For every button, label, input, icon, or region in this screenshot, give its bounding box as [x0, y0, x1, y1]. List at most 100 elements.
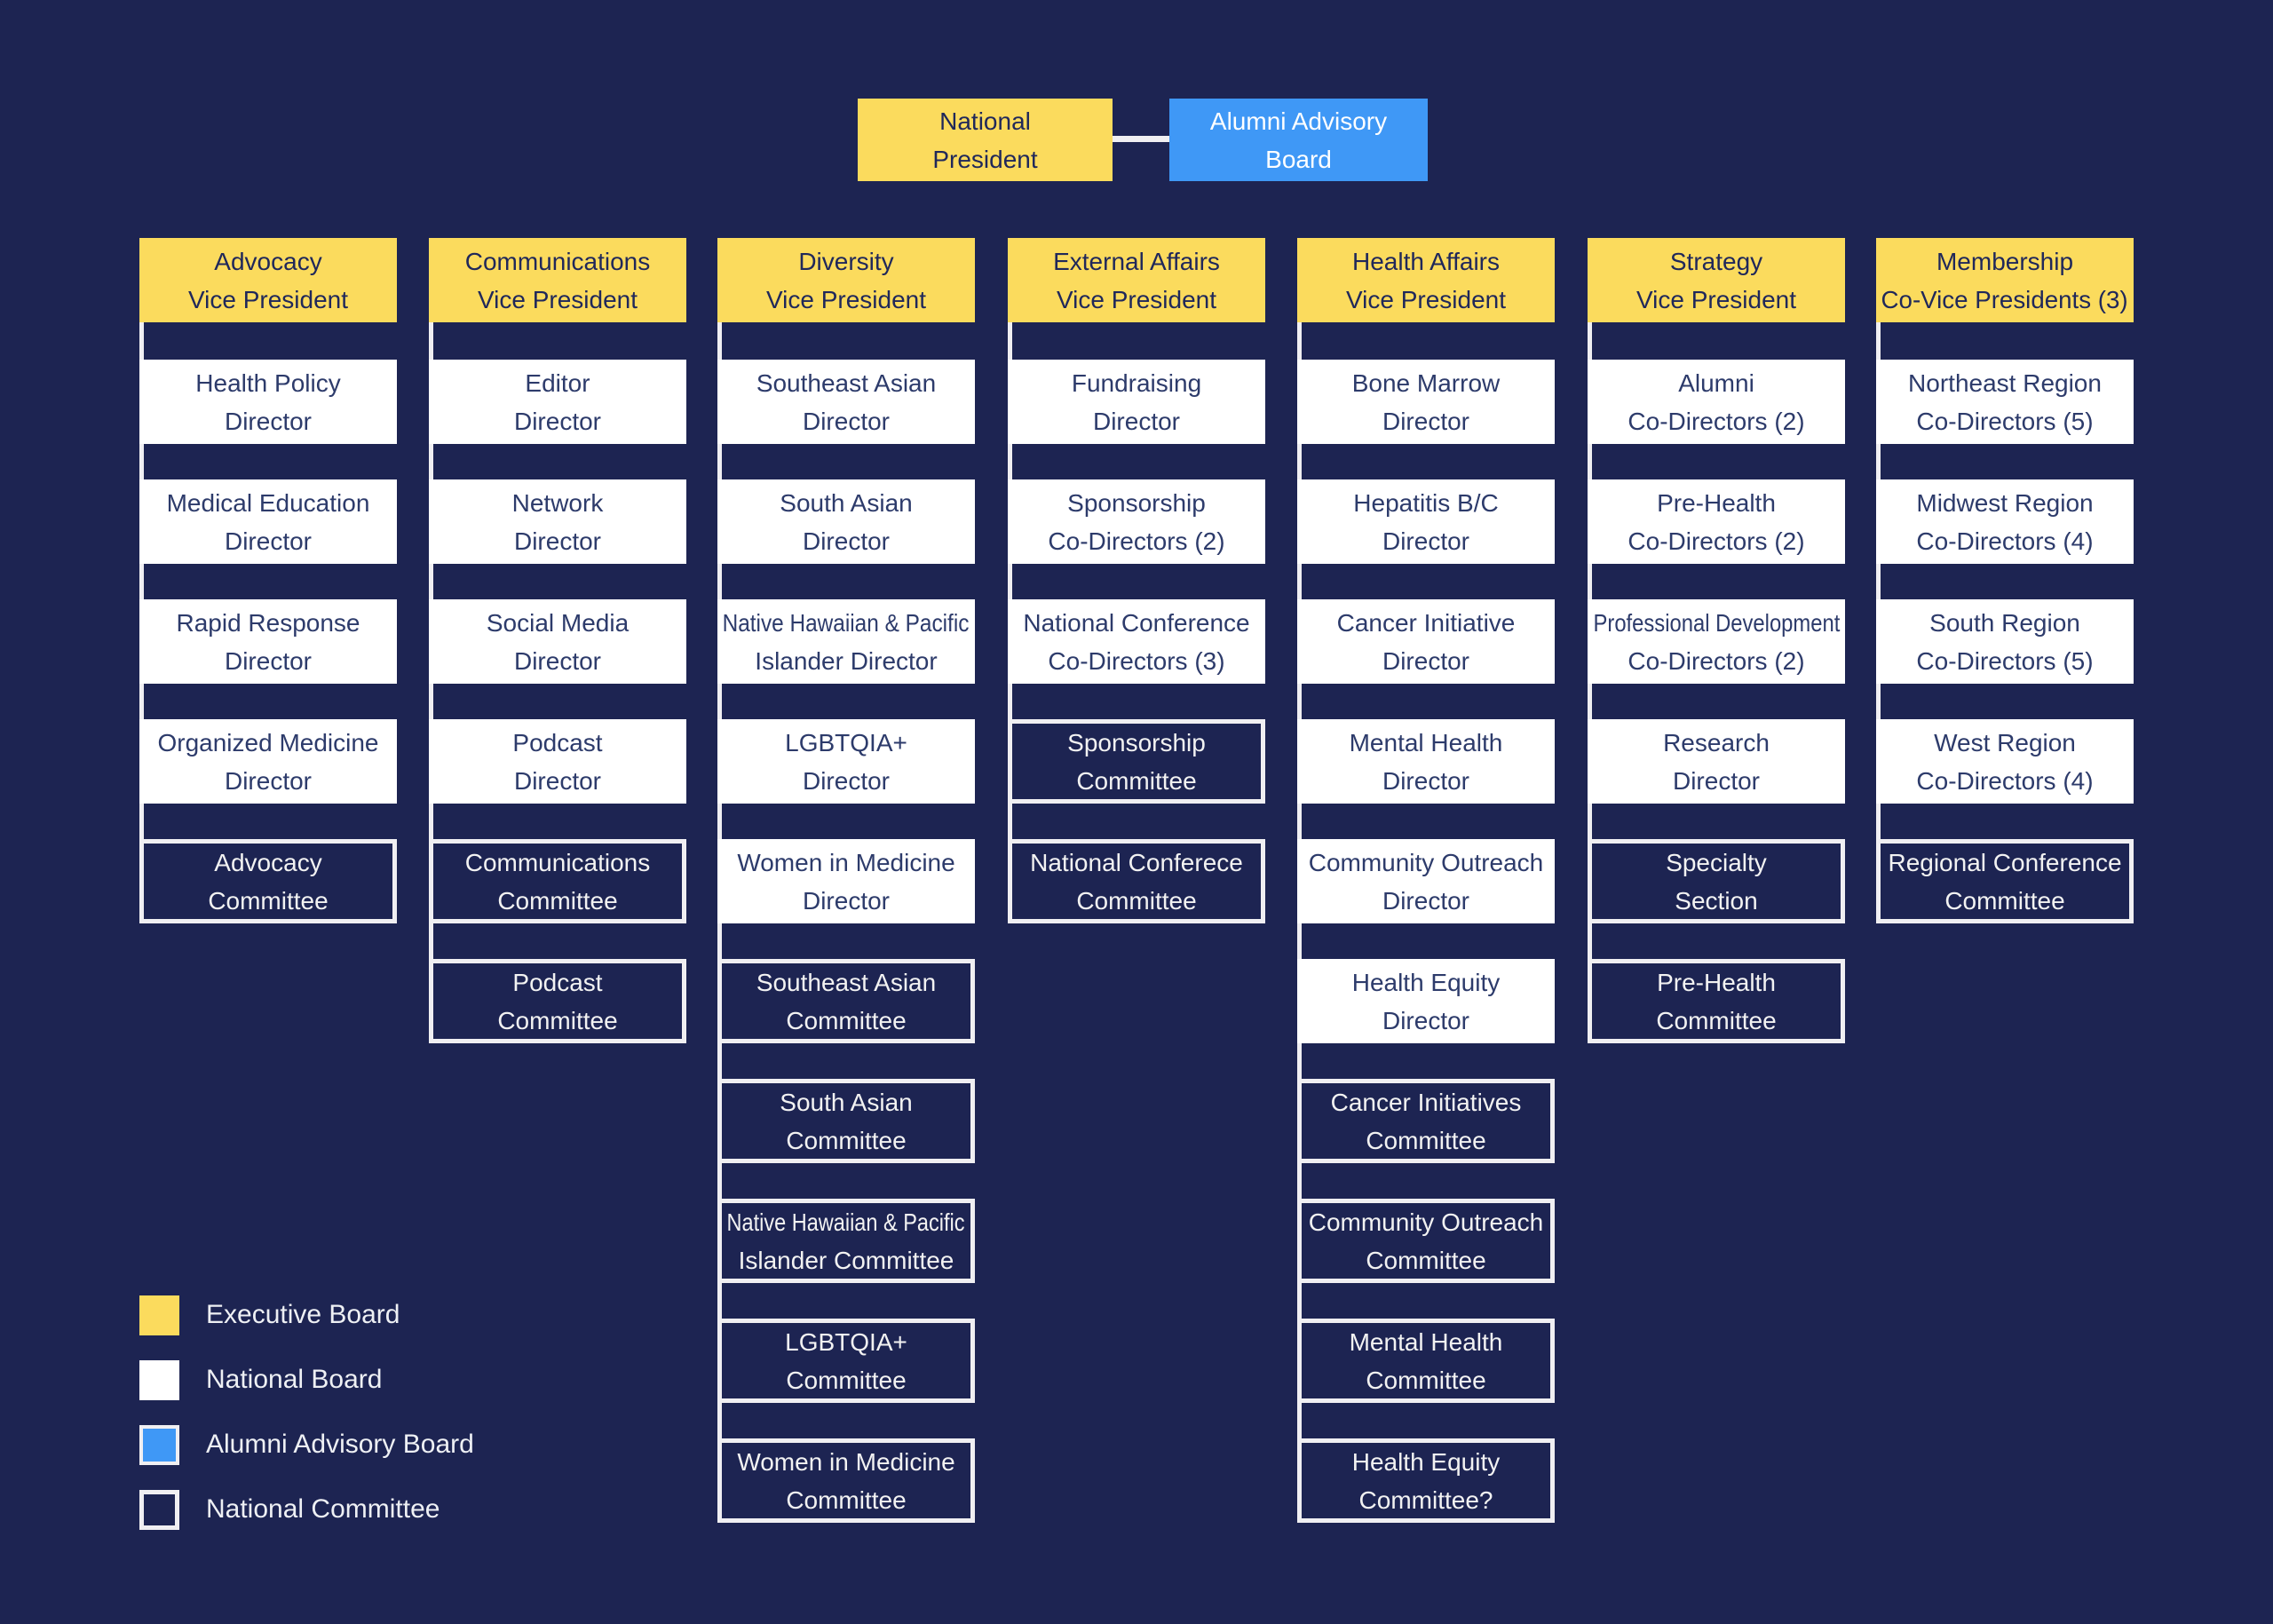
org-box-label-line: Committee [208, 886, 329, 915]
org-box-label-line: Director [513, 766, 601, 795]
org-box-label-line: Membership [1936, 247, 2074, 275]
org-box-label-line: Director [224, 527, 312, 555]
org-box-label-line: Social Media [486, 608, 630, 637]
org-box-label-line: Northeast Region [1908, 368, 2102, 397]
legend-swatch-national_board [139, 1359, 179, 1400]
org-box-label-line: Vice President [1635, 285, 1797, 313]
org-box-label-line: Co-Directors (2) [1628, 527, 1805, 555]
org-box-label-line: Director [1382, 886, 1469, 915]
org-box-label-line: Co-Directors (2) [1628, 646, 1805, 675]
legend-label: Executive Board [206, 1300, 400, 1329]
org-box-label-line: Hepatitis B/C [1353, 488, 1499, 517]
org-box-label-line: Communications [464, 247, 651, 275]
org-box-label-line: Editor [525, 368, 590, 397]
org-box-label-line: Committee [1366, 1126, 1486, 1154]
org-box-label-line: Section [1675, 886, 1758, 915]
legend-label: National Committee [206, 1494, 440, 1524]
org-box-label-line: Committee [1656, 1006, 1777, 1034]
org-box-lgbtqia-director: LGBTQIA+Director [717, 719, 975, 804]
org-box-label-line: National Conferece [1030, 848, 1243, 876]
org-box-label-line: Director [224, 766, 312, 795]
org-box-label-line: Committee [786, 1485, 907, 1514]
legend-label: Alumni Advisory Board [206, 1430, 474, 1459]
national-president-box: National President [858, 99, 1113, 181]
org-box-label-line: Director [1672, 766, 1760, 795]
org-box-label-line: Co-Directors (2) [1628, 407, 1805, 435]
org-box-label-line: Midwest Region [1916, 488, 2094, 517]
org-box-label-line: Vice President [1345, 285, 1507, 313]
org-box-label-line: Podcast [512, 728, 603, 757]
org-box-label-line: Bone Marrow [1351, 368, 1501, 397]
org-box-label-line: Committee [786, 1366, 907, 1394]
org-box-label-line: Native Hawaiian & Pacific [727, 1208, 965, 1236]
org-box-label-line: Director [802, 407, 890, 435]
org-box-label-line: Vice President [1056, 285, 1217, 313]
legend-item-national-committee: National Committee [139, 1489, 440, 1530]
org-box-label-line: Co-Directors (4) [1916, 766, 2094, 795]
legend-swatch-executive [139, 1295, 179, 1335]
org-box-label-line: Committee [1076, 886, 1197, 915]
org-box-label-line: Podcast [512, 968, 603, 996]
org-box-label-line: Regional Conference [1888, 848, 2122, 876]
org-box-label-line: Director [802, 527, 890, 555]
org-box-label-line: Co-Directors (5) [1916, 407, 2094, 435]
org-box-label-line: Director [224, 407, 312, 435]
org-box-label-line: Network [511, 488, 604, 517]
org-box-label-line: Health Affairs [1351, 247, 1501, 275]
org-box-label-line: Community Outreach [1308, 848, 1544, 876]
org-box-label-line: Director [1382, 646, 1469, 675]
org-box-label-line: Southeast Asian [756, 968, 937, 996]
org-box-label-line: Native Hawaiian & Pacific [723, 608, 970, 637]
org-box-label-line: Diversity [798, 247, 894, 275]
org-box-label-line: Director [224, 646, 312, 675]
org-box-label-line: Committee [1366, 1246, 1486, 1274]
legend-item-executive-board: Executive Board [139, 1295, 400, 1335]
org-box-label-line: Cancer Initiatives [1330, 1088, 1522, 1116]
org-box-label-line: Director [1382, 407, 1469, 435]
org-box-label-line: Alumni Advisory [1209, 107, 1388, 135]
org-box-label-line: Islander Committee [738, 1246, 954, 1274]
legend-item-national-board: National Board [139, 1359, 382, 1400]
legend-label: National Board [206, 1365, 383, 1394]
org-box-label-line: National [939, 107, 1031, 135]
org-box-label-line: Committee? [1358, 1485, 1493, 1514]
org-box-label-line: Co-Vice Presidents (3) [1881, 285, 2129, 313]
org-box-label-line: Director [1382, 1006, 1469, 1034]
org-box-lgbtqia-committee: LGBTQIA+Committee [717, 1319, 975, 1403]
org-box-label-line: President [932, 145, 1038, 173]
org-box-label-line: South Asian [780, 488, 913, 517]
org-box-label-line: Strategy [1669, 247, 1763, 275]
org-box-label-line: Director [513, 646, 601, 675]
org-box-label-line: Organized Medicine [157, 728, 379, 757]
org-box-label-line: Pre-Health [1657, 488, 1776, 517]
org-box-label-line: Director [802, 886, 890, 915]
org-box-label-line: Pre-Health [1657, 968, 1776, 996]
org-box-label-line: Committee [786, 1006, 907, 1034]
